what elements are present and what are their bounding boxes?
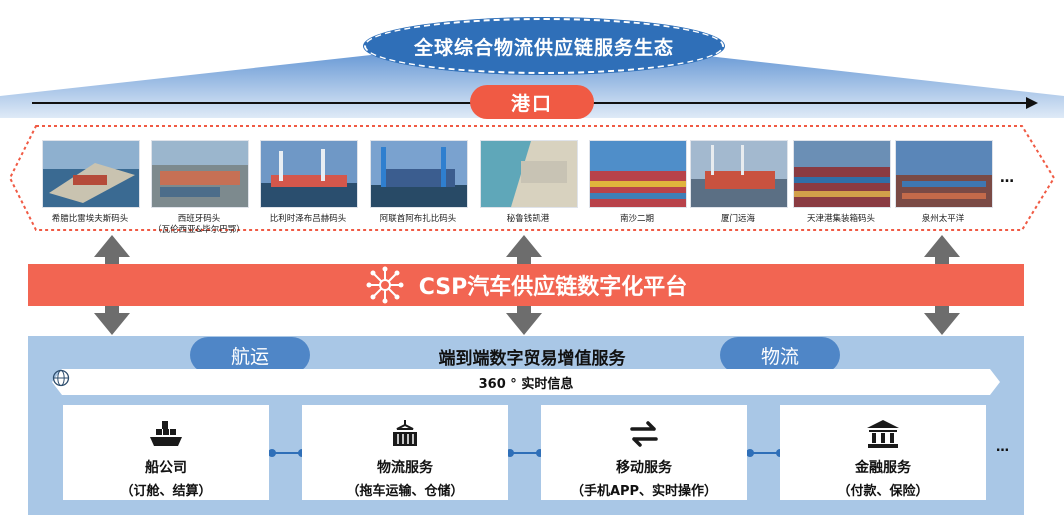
port-caption: 希腊比雷埃夫斯码头: [51, 214, 129, 224]
connector-dot: [746, 449, 754, 457]
services-more: …: [996, 440, 1009, 455]
port-strip-border: [8, 125, 1056, 231]
port-strip: 希腊比雷埃夫斯码头 西班牙码头 （瓦伦西亚&毕尔巴鄂） 比利时泽布吕赫码头 阿联…: [0, 122, 1064, 240]
port-item: 南沙二期: [589, 140, 687, 225]
port-photo: [589, 140, 687, 208]
port-photo: [151, 140, 249, 208]
port-photo: [690, 140, 788, 208]
service-card-finance: 金融服务 （付款、保险）: [780, 405, 986, 500]
port-label: 港口: [470, 85, 594, 119]
service-card-title: 船公司: [145, 460, 187, 476]
port-item: 厦门远海: [690, 140, 788, 225]
ports-more: …: [1000, 170, 1014, 186]
port-caption-sub: （瓦伦西亚&毕尔巴鄂）: [153, 225, 245, 235]
service-card-subtitle: （订舱、结算）: [120, 484, 212, 499]
realtime-info-band: 360 ° 实时信息: [52, 369, 1000, 395]
port-caption: 西班牙码头: [177, 214, 221, 224]
bank-icon: [867, 420, 899, 448]
service-card-mobile: 移动服务 （手机APP、实时操作）: [541, 405, 747, 500]
service-card-shipping: 船公司 （订舱、结算）: [63, 405, 269, 500]
info-band-shape: [52, 369, 1000, 395]
cargo-ship-icon: [150, 421, 182, 446]
service-card-title: 移动服务: [616, 460, 672, 476]
connector-dot: [506, 449, 514, 457]
service-card-subtitle: （付款、保险）: [837, 484, 929, 499]
logistics-pill: 物流: [720, 337, 840, 373]
services-title: 端到端数字贸易增值服务: [438, 349, 626, 369]
service-card-title: 物流服务: [377, 460, 433, 476]
timeline-arrowhead: [1026, 97, 1038, 109]
port-caption: 天津港集装箱码头: [806, 214, 875, 224]
ecosystem-title: 全球综合物流供应链服务生态: [364, 18, 724, 74]
port-item: 泉州太平洋: [895, 140, 993, 225]
port-item: 阿联酋阿布扎比码头: [370, 140, 468, 225]
realtime-info-label: 360 ° 实时信息: [478, 376, 574, 392]
exchange-arrows-icon: [630, 421, 658, 447]
connector: [510, 452, 540, 454]
port-caption: 南沙二期: [619, 214, 654, 224]
service-card-title: 金融服务: [855, 460, 911, 476]
service-card-subtitle: （拖车运输、仓储）: [346, 484, 464, 499]
port-photo: [793, 140, 891, 208]
connector-dot: [268, 449, 276, 457]
port-caption: 秘鲁钱凯港: [506, 214, 550, 224]
network-hub-icon: [366, 266, 404, 304]
platform-title: CSP汽车供应链数字化平台: [418, 275, 688, 300]
port-photo: [42, 140, 140, 208]
connector: [750, 452, 780, 454]
port-caption: 阿联酋阿布扎比码头: [379, 214, 457, 224]
port-caption: 比利时泽布吕赫码头: [269, 214, 347, 224]
port-photo: [370, 140, 468, 208]
port-caption: 厦门远海: [720, 214, 755, 224]
connector: [272, 452, 302, 454]
port-item: 秘鲁钱凯港: [480, 140, 578, 225]
port-item: 希腊比雷埃夫斯码头: [42, 140, 140, 225]
port-item: 西班牙码头 （瓦伦西亚&毕尔巴鄂）: [151, 140, 249, 236]
globe-icon: [52, 369, 70, 387]
shipping-pill: 航运: [190, 337, 310, 373]
service-card-subtitle: （手机APP、实时操作）: [570, 484, 718, 499]
port-item: 天津港集装箱码头: [793, 140, 891, 225]
port-caption: 泉州太平洋: [921, 214, 965, 224]
service-card-logistics: 物流服务 （拖车运输、仓储）: [302, 405, 508, 500]
platform-bar: CSP汽车供应链数字化平台: [28, 264, 1024, 306]
port-item: 比利时泽布吕赫码头: [260, 140, 358, 225]
port-photo: [895, 140, 993, 208]
container-crane-icon: [393, 420, 417, 446]
connector-dot: [536, 449, 544, 457]
port-photo: [480, 140, 578, 208]
port-photo: [260, 140, 358, 208]
